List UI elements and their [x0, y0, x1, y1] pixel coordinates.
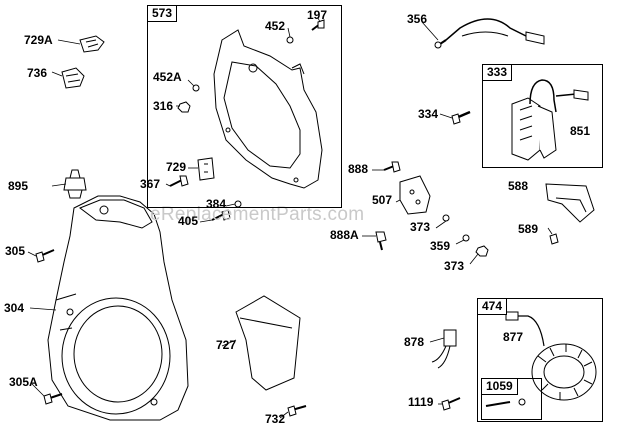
label-452: 452: [265, 19, 286, 33]
box-333: 333: [482, 64, 603, 168]
part-877-alternator: [505, 311, 597, 401]
part-373-nut-b: [475, 245, 489, 257]
part-197-screw: [311, 19, 325, 31]
label-878: 878: [404, 335, 425, 349]
label-588: 588: [508, 179, 529, 193]
label-877: 877: [503, 330, 524, 344]
part-405-screw: [211, 209, 231, 221]
part-1119-screw: [441, 397, 461, 411]
label-732: 732: [265, 412, 286, 426]
part-851-armature: [511, 79, 589, 161]
part-878-connector: [431, 329, 457, 369]
label-384: 384: [206, 197, 227, 211]
part-588-shield: [545, 183, 595, 223]
box-573: 573: [147, 5, 342, 208]
part-736-clip: [61, 67, 85, 89]
label-729A: 729A: [24, 33, 53, 47]
part-888A-screw: [375, 231, 387, 251]
label-1119: 1119: [408, 395, 434, 409]
label-304: 304: [4, 301, 25, 315]
label-507: 507: [372, 193, 393, 207]
part-304-blower-housing: [47, 195, 189, 421]
box-label-474: 474: [478, 299, 508, 316]
label-197: 197: [307, 8, 328, 22]
label-452A: 452A: [153, 70, 182, 84]
box-1059: 1059: [481, 378, 542, 420]
box-label-573: 573: [148, 6, 178, 23]
part-727-guard: [235, 295, 301, 391]
label-888A: 888A: [330, 228, 359, 242]
leader-lines: [27, 17, 553, 419]
part-367-screw: [169, 175, 189, 187]
part-729A-clip: [79, 35, 105, 53]
label-367: 367: [140, 177, 161, 191]
label-334: 334: [418, 107, 439, 121]
label-895: 895: [8, 179, 29, 193]
part-356-wire: [434, 18, 545, 49]
part-888-screw: [383, 161, 401, 173]
label-851: 851: [570, 124, 591, 138]
label-589: 589: [518, 222, 539, 236]
box-474: 474: [477, 298, 603, 422]
label-736: 736: [27, 66, 48, 80]
label-729: 729: [166, 160, 187, 174]
part-729-bracket: [197, 157, 215, 181]
label-727: 727: [216, 338, 237, 352]
part-895-switch: [63, 169, 87, 199]
label-888: 888: [348, 162, 369, 176]
part-589-screw: [549, 233, 559, 245]
label-305: 305: [5, 244, 26, 258]
part-1059-kit: [485, 398, 526, 407]
box-label-1059: 1059: [482, 379, 518, 396]
label-305A: 305A: [9, 375, 38, 389]
box-label-333: 333: [483, 65, 513, 82]
part-507-bracket: [399, 175, 431, 215]
part-305A-screw: [43, 393, 63, 405]
label-373-a: 373: [410, 220, 431, 234]
part-732-screw: [287, 405, 307, 417]
part-373-nut-a: [442, 214, 450, 222]
part-334-screw: [451, 110, 471, 125]
label-356: 356: [407, 12, 428, 26]
watermark: eReplacementParts.com: [150, 204, 365, 225]
part-452A-grommet: [192, 84, 200, 92]
label-316: 316: [153, 99, 174, 113]
part-573-baffle: [213, 29, 323, 189]
part-305-screw: [35, 249, 55, 263]
label-373-b: 373: [444, 259, 465, 273]
part-359-washer: [462, 234, 470, 242]
label-405: 405: [178, 214, 199, 228]
label-359: 359: [430, 239, 451, 253]
part-316-nut: [177, 101, 191, 113]
